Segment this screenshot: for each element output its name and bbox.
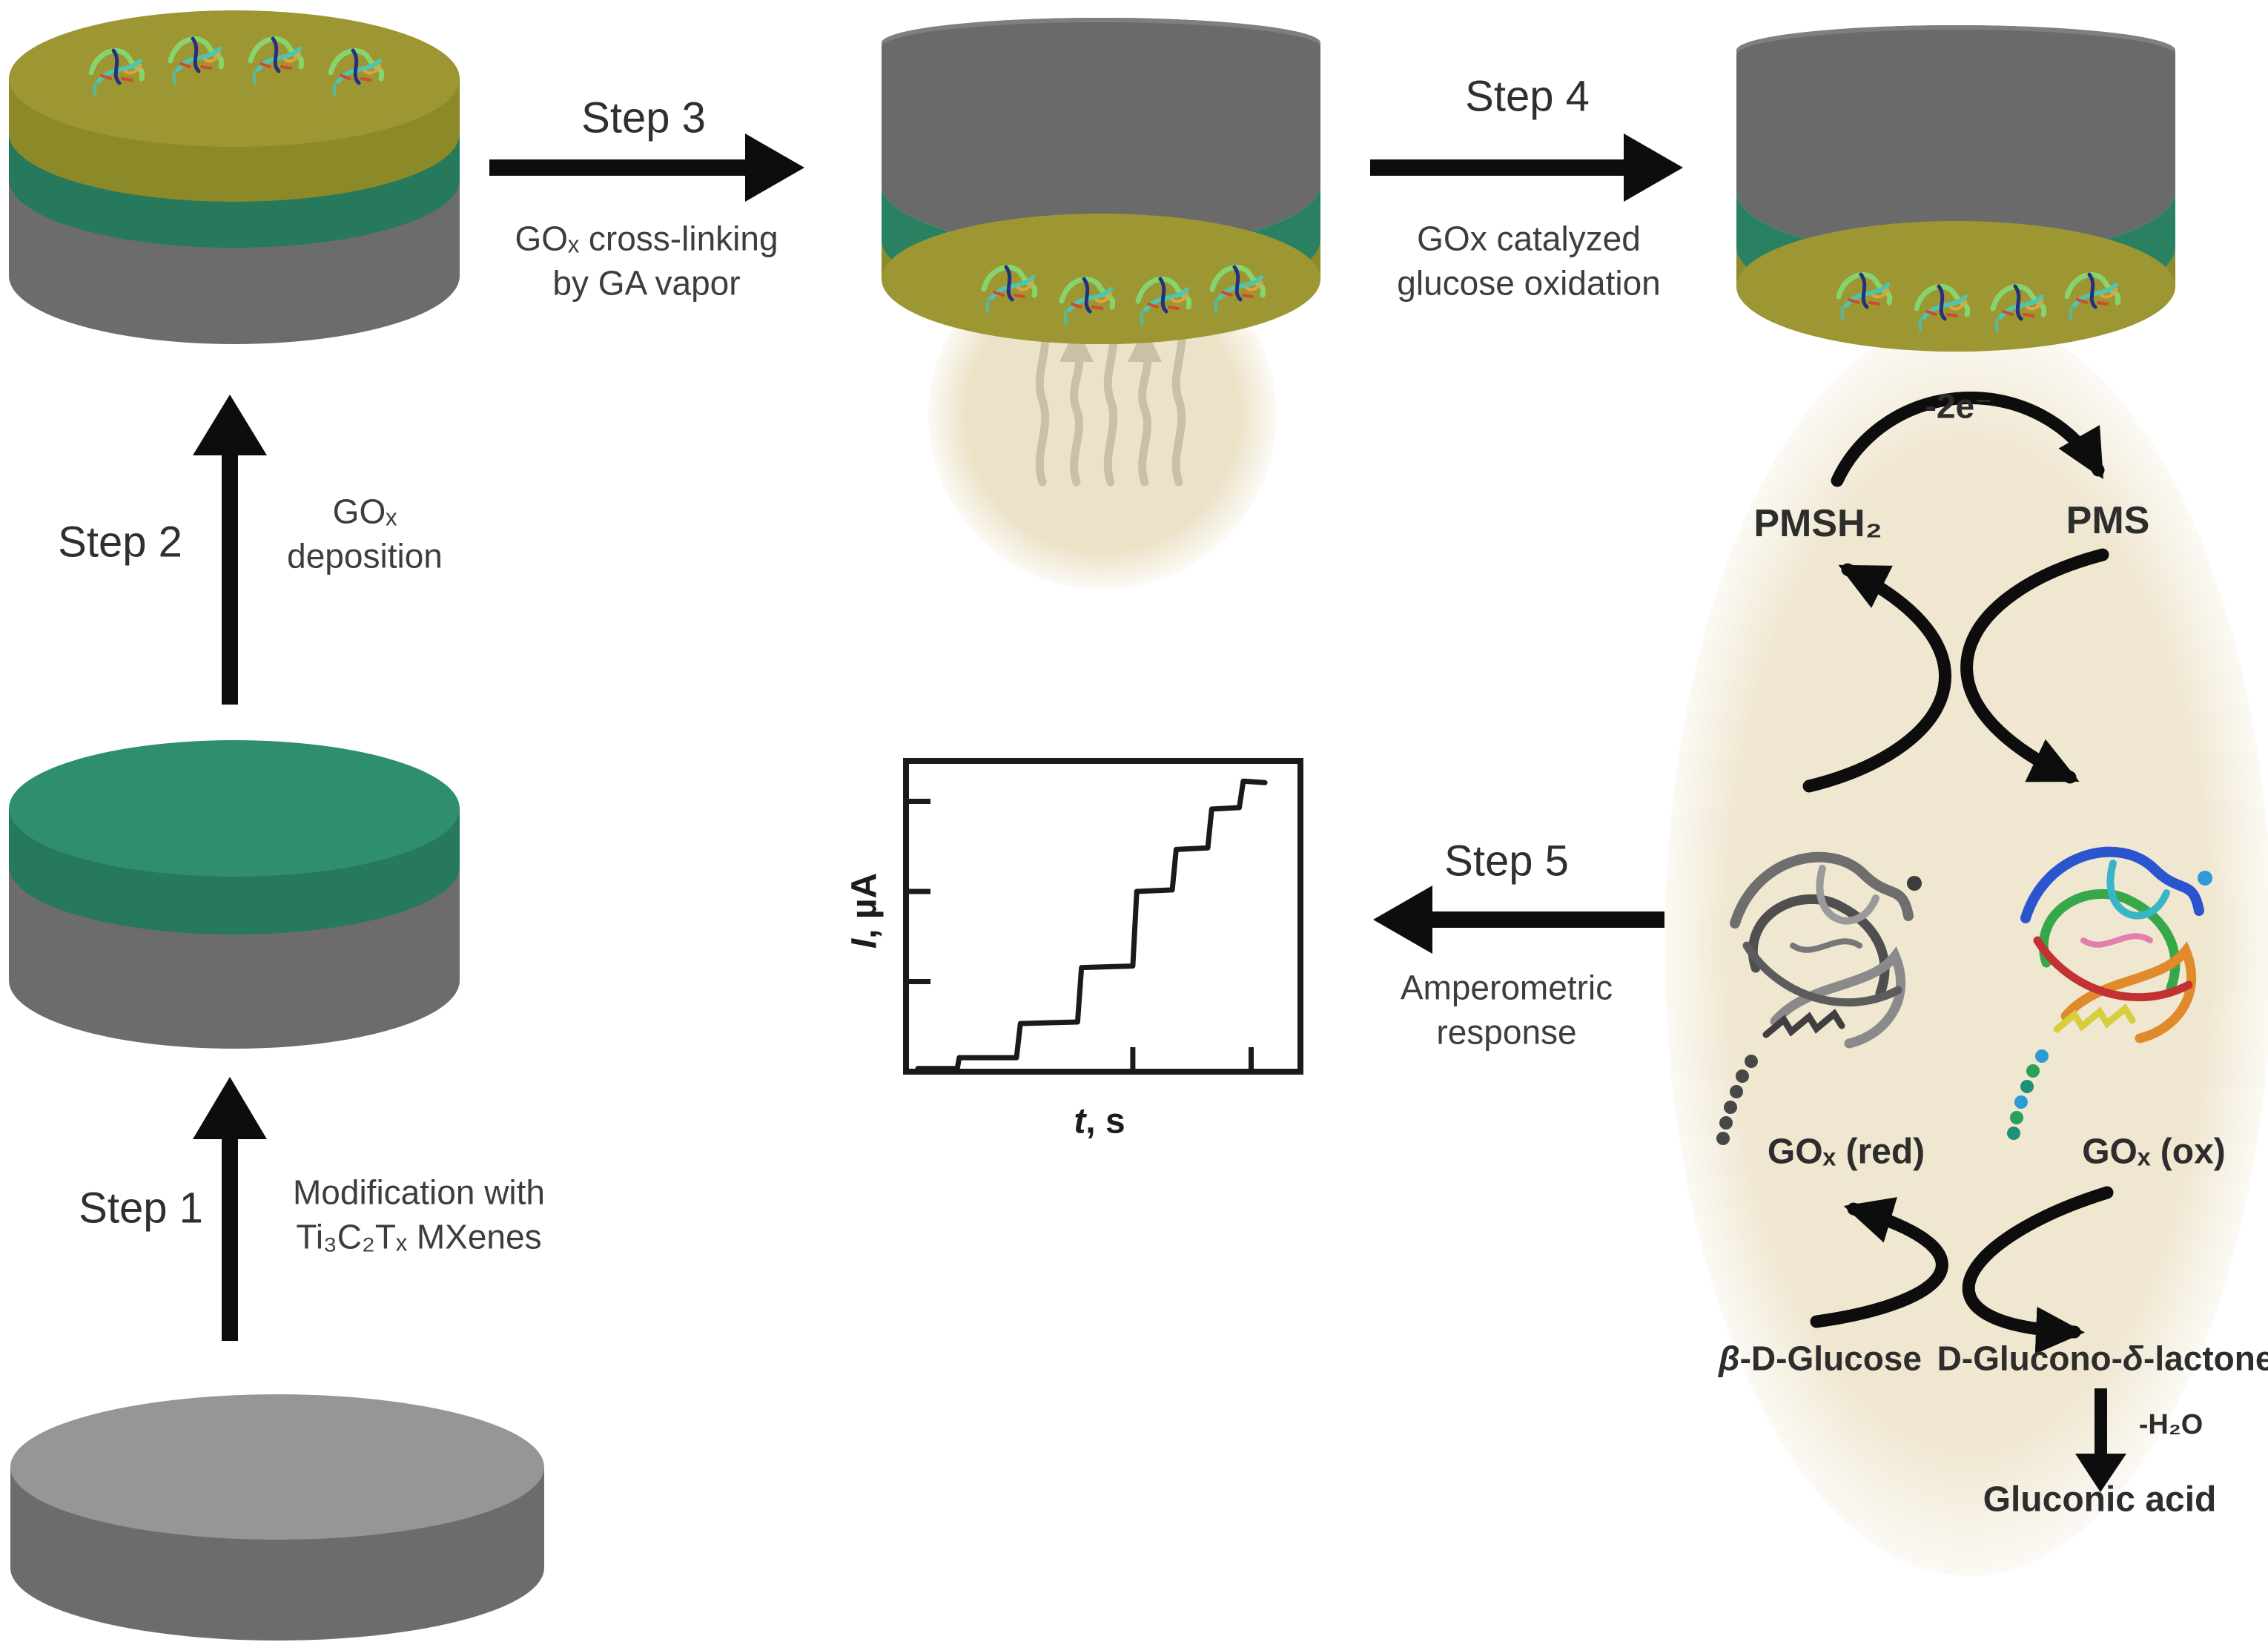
water-loss-label: -H₂O <box>2138 1409 2203 1441</box>
step4-arrow-icon <box>1370 133 1683 202</box>
glucose-oxidation-arc <box>1962 1186 2114 1354</box>
inverted-electrode-ga-vapor-illustration <box>882 18 1320 344</box>
gox-reduced-protein-icon <box>1716 851 1922 1145</box>
product-label: Gluconic acid <box>1983 1480 2217 1520</box>
chart-plot-border <box>903 758 1303 1075</box>
step1-description-line1: Modification with <box>292 1173 546 1212</box>
gox-electrode-illustration <box>9 10 460 344</box>
chart-y-axis-label: I, µA <box>844 872 885 949</box>
mediator-reduced-label: PMSH₂ <box>1753 502 1882 546</box>
vapor-arrow <box>1103 319 1118 487</box>
inverted-electrode-sensing-illustration <box>1736 25 2175 352</box>
electron-cycle-top-arc <box>1831 392 2105 487</box>
cofactor-dot-icon <box>2198 871 2212 886</box>
vapor-arrow <box>1171 319 1186 487</box>
chart-ticks <box>908 798 1254 1069</box>
chart-x-axis-label: t, s <box>1074 1101 1125 1141</box>
step3-label: Step 3 <box>581 93 706 142</box>
step4-description-line2: glucose oxidation <box>1397 263 1661 303</box>
vapor-arrows <box>1035 319 1186 487</box>
mediator-regeneration-arc <box>1802 563 1951 793</box>
step1-label: Step 1 <box>79 1184 203 1233</box>
bead-chain-icon <box>2007 1049 2049 1140</box>
step3-description-line1: GOₓ cross-linking <box>515 219 778 258</box>
step4-description-line1: GOx catalyzed <box>1417 219 1641 258</box>
mediator-oxidation-arc <box>1960 548 2109 784</box>
step5-description-line2: response <box>1436 1012 1577 1052</box>
bead-chain-icon <box>1716 1055 1758 1145</box>
step2-label: Step 2 <box>58 518 182 567</box>
gox-oxidized-protein-icon <box>2007 846 2212 1140</box>
step3-arrow-icon <box>489 133 804 202</box>
water-loss-arrow-icon <box>2075 1388 2126 1492</box>
enzyme-reduction-arc <box>1810 1197 1948 1328</box>
vapor-arrow <box>1138 350 1151 487</box>
step2-arrow-icon <box>193 395 267 705</box>
bare-electrode-illustration <box>10 1394 544 1641</box>
substrate-label: β-D-Glucose <box>1719 1339 1922 1378</box>
vapor-arrow <box>1035 319 1050 487</box>
intermediate-label: D-Glucono-δ-lactone <box>1937 1339 2268 1378</box>
step2-description-line1: GOₓ <box>332 492 397 531</box>
enzyme-reduced-label: GOₓ (red) <box>1767 1132 1925 1172</box>
cycle-arcs <box>1802 392 2114 1354</box>
step5-label: Step 5 <box>1444 837 1569 886</box>
electron-transfer-label: -2e⁻ <box>1925 386 1993 426</box>
amperometric-chart <box>903 758 1303 1075</box>
step5-arrow-icon <box>1373 886 1664 954</box>
mediator-oxidized-label: PMS <box>2066 499 2150 543</box>
step3-description-line2: by GA vapor <box>552 263 741 303</box>
step4-label: Step 4 <box>1465 72 1590 121</box>
mxene-electrode-illustration <box>9 740 460 1049</box>
chart-staircase-line <box>915 778 1268 1072</box>
vapor-arrow <box>1070 350 1083 487</box>
enzyme-oxidized-label: GOₓ (ox) <box>2082 1132 2226 1172</box>
step1-arrow-icon <box>193 1077 267 1341</box>
cofactor-dot-icon <box>1907 876 1922 891</box>
step1-description-line2: Ti₃C₂Tₓ MXenes <box>296 1217 542 1256</box>
step2-description-line2: deposition <box>287 536 443 576</box>
step5-description-line1: Amperometric <box>1400 968 1613 1007</box>
